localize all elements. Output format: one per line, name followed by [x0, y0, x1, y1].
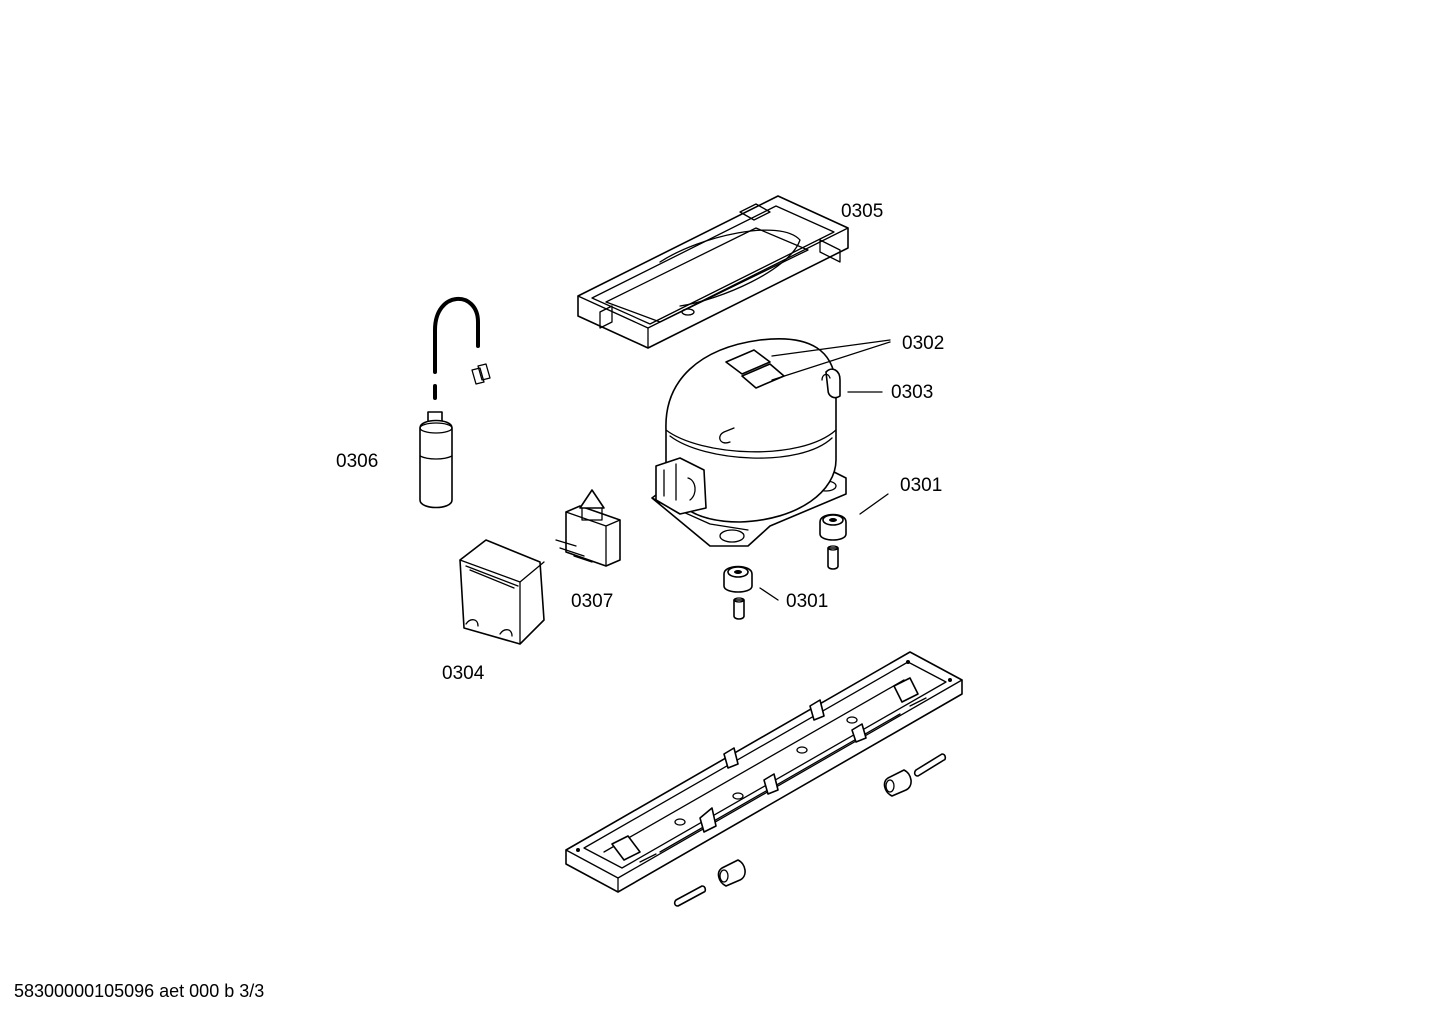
document-code-footer: 58300000105096 aet 000 b 3/3: [14, 981, 265, 1001]
relay-cover-0304: [459, 539, 545, 645]
mounting-rail: [565, 651, 963, 893]
part-label-0301-lower: 0301: [786, 591, 829, 612]
part-label-0307: 0307: [571, 591, 614, 612]
starting-relay-0307: [555, 489, 621, 567]
compressor-0303: [651, 338, 847, 547]
leader-lines: [759, 339, 891, 601]
rail-spacer-pin-right: [883, 753, 947, 797]
part-label-0305: 0305: [841, 201, 884, 222]
part-label-0301-upper: 0301: [900, 475, 943, 496]
part-label-0304: 0304: [442, 663, 485, 684]
grommet-0301-a: [819, 513, 847, 570]
grommet-0301-b: [723, 565, 753, 620]
part-label-0306: 0306: [336, 451, 379, 472]
part-label-0303: 0303: [891, 382, 934, 403]
part-label-0302: 0302: [902, 333, 945, 354]
drip-tray-0305: [577, 195, 849, 349]
rail-spacer-pin-left: [673, 859, 746, 907]
capacitor-with-cable-0306: [419, 296, 491, 509]
